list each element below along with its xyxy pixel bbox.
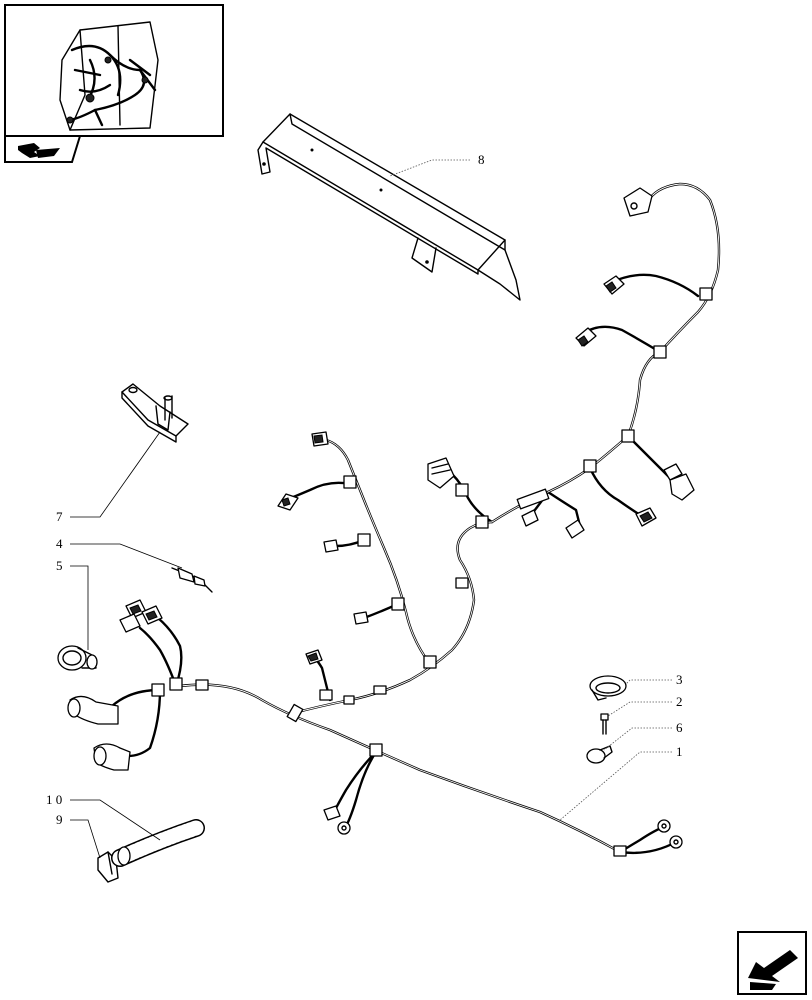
part-5-grommet bbox=[57, 645, 98, 671]
callout-4: 4 bbox=[56, 536, 63, 551]
callout-1: 1 bbox=[676, 744, 683, 759]
part-9-tie-strap bbox=[97, 851, 119, 883]
callout-5: 5 bbox=[56, 558, 63, 573]
book-arrow-icon[interactable] bbox=[4, 135, 82, 163]
callout-2: 2 bbox=[676, 694, 683, 709]
callout-10: 1 0 bbox=[46, 792, 62, 807]
part-7-stud-bracket bbox=[121, 383, 189, 443]
next-page-arrow-icon[interactable] bbox=[737, 931, 807, 995]
leader-lines bbox=[70, 159, 672, 859]
part-2-screw bbox=[600, 713, 609, 735]
callout-6: 6 bbox=[676, 720, 683, 735]
part-8-mounting-bracket bbox=[257, 113, 521, 301]
callout-numbers: 8 7 4 5 3 2 6 1 1 0 9 bbox=[46, 152, 683, 827]
part-10-corrugated-sleeve bbox=[111, 819, 205, 867]
part-3-hose-clamp bbox=[589, 675, 627, 701]
cab-wiring-thumbnail-icon bbox=[59, 21, 159, 131]
callout-7: 7 bbox=[56, 509, 63, 524]
part-6-cable-clip bbox=[586, 745, 613, 764]
part-4-terminal bbox=[171, 567, 213, 593]
callout-3: 3 bbox=[676, 672, 683, 687]
callout-8: 8 bbox=[478, 152, 485, 167]
thumbnail-frame bbox=[4, 4, 224, 137]
thumbnail-panel[interactable] bbox=[4, 4, 224, 163]
part-1-wiring-harness bbox=[67, 182, 721, 857]
callout-9: 9 bbox=[56, 812, 63, 827]
